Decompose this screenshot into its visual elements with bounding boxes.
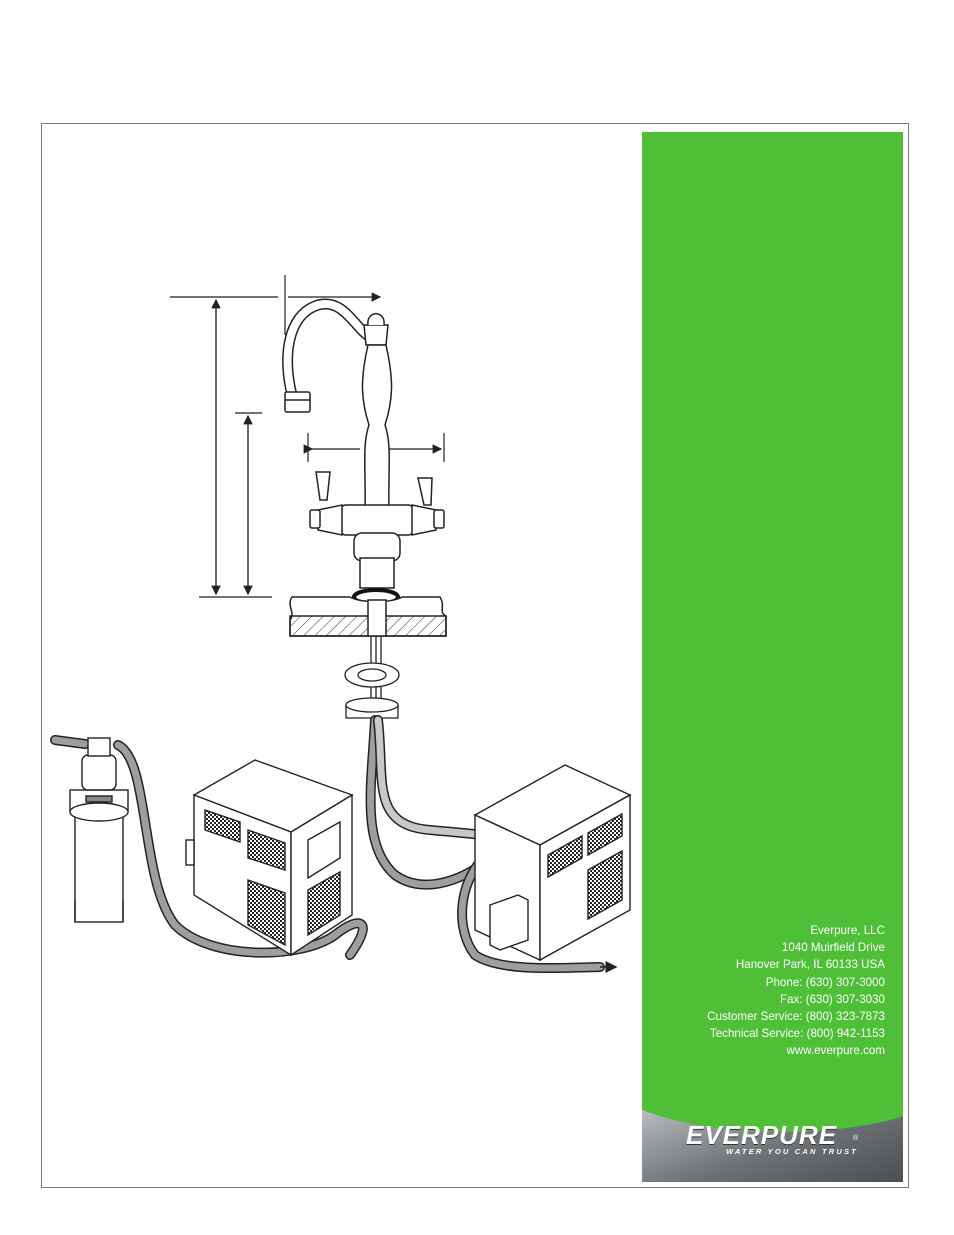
installation-diagram [42,124,640,1187]
website-link[interactable]: www.everpure.com [707,1042,885,1059]
address-line-2: Hanover Park, IL 60133 USA [707,956,885,973]
phone: Phone: (630) 307-3000 [707,974,885,991]
contact-info: Everpure, LLC 1040 Muirfield Drive Hanov… [707,922,885,1059]
registered-mark: ® [853,1135,858,1142]
chiller-unit [186,760,352,955]
countertop [290,597,446,636]
hot-water-unit [475,765,630,960]
customer-service: Customer Service: (800) 323-7873 [707,1008,885,1025]
company-name: Everpure, LLC [707,922,885,939]
address-line-1: 1040 Muirfield Drive [707,939,885,956]
logo-panel: EVERPURE ® WATER YOU CAN TRUST [642,1082,903,1182]
logo-tagline: WATER YOU CAN TRUST [726,1147,858,1156]
technical-service: Technical Service: (800) 942-1153 [707,1025,885,1042]
contact-panel: Everpure, LLC 1040 Muirfield Drive Hanov… [642,132,903,1082]
faucet [285,304,444,604]
dimension-lines [170,275,444,597]
water-filter [70,738,128,922]
fax: Fax: (630) 307-3030 [707,991,885,1008]
